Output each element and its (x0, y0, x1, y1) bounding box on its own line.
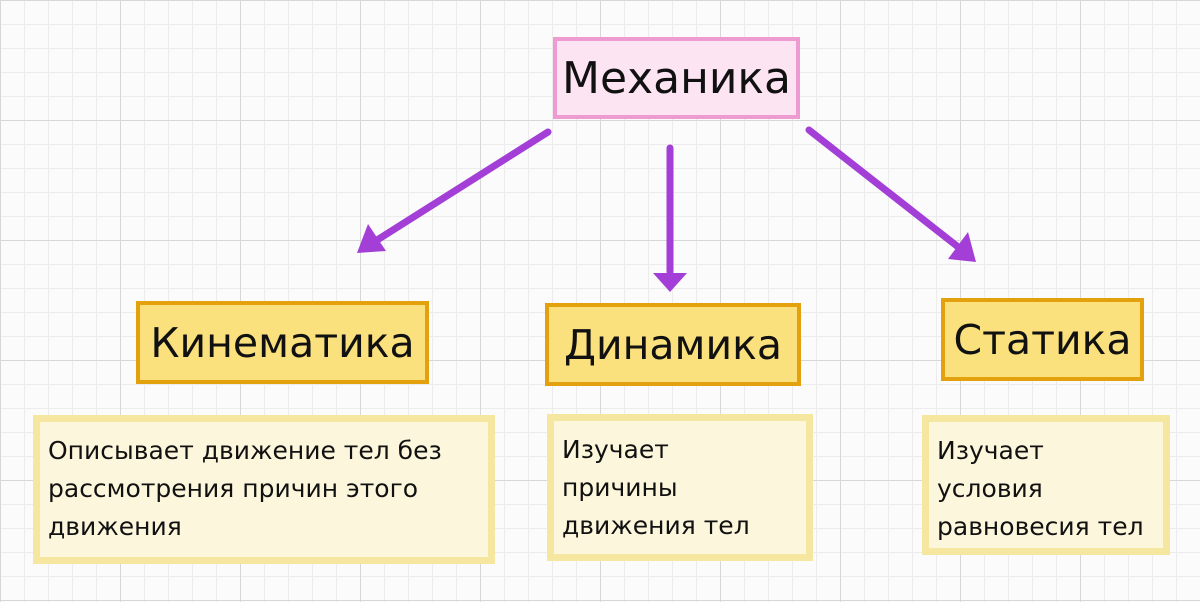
arrow-to-dinamika (653, 144, 687, 292)
branch-node-label: Кинематика (150, 318, 415, 367)
description-box-kinematika: Описывает движение тел без рассмотрения … (33, 415, 495, 564)
description-line: условия (937, 474, 1043, 503)
root-node-mekhanika: Механика (553, 37, 800, 119)
branch-node-statika: Статика (941, 298, 1144, 381)
description-line: причины (562, 473, 678, 502)
description-line: движения тел (562, 511, 750, 540)
description-line: Описывает движение тел без (48, 436, 442, 465)
description-line: равновесия тел (937, 512, 1144, 541)
description-line: Изучает (937, 436, 1044, 465)
branch-node-dinamika: Динамика (545, 303, 801, 386)
branch-node-label: Статика (953, 315, 1132, 364)
root-node-label: Механика (562, 52, 791, 104)
description-line: рассмотрения причин этого (48, 474, 419, 503)
description-box-dinamika: Изучает причины движения тел (547, 414, 813, 561)
arrow-to-kinematika (357, 128, 552, 253)
branch-node-label: Динамика (563, 320, 783, 369)
description-line: Изучает (562, 435, 669, 464)
arrow-to-statika (805, 126, 976, 262)
description-line: движения (48, 512, 182, 541)
branch-node-kinematika: Кинематика (136, 301, 429, 384)
description-box-statika: Изучает условия равновесия тел (922, 415, 1170, 555)
